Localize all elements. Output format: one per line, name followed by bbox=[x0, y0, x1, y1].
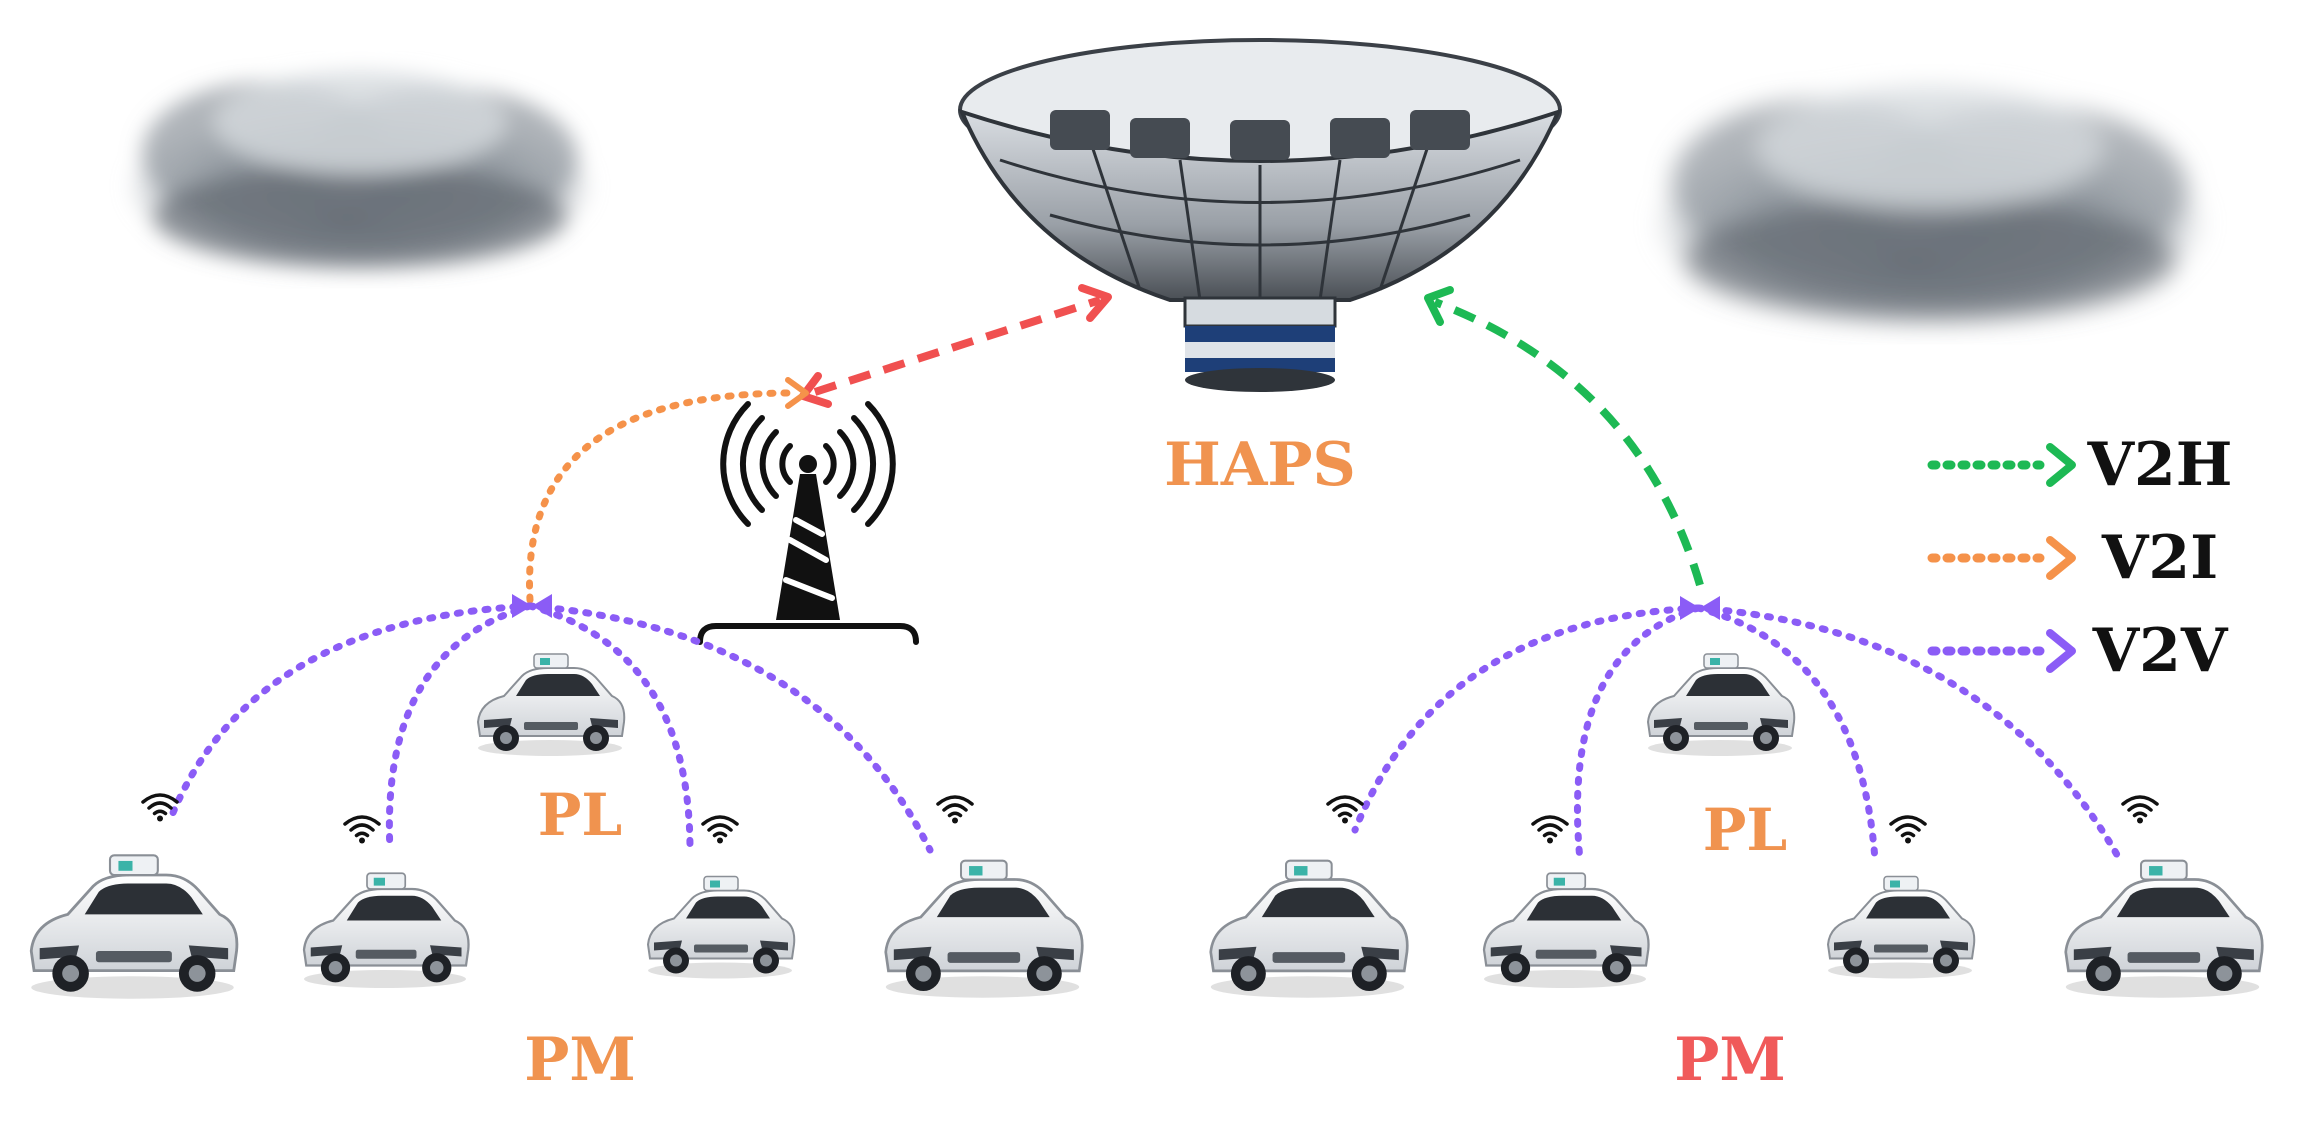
cell-tower-icon bbox=[697, 401, 919, 645]
wifi-icon bbox=[2121, 795, 2159, 824]
cloud-icon bbox=[1659, 87, 2201, 321]
platoon-member-label-left: PM bbox=[524, 1025, 636, 1095]
wifi-icon bbox=[141, 793, 179, 822]
legend-arrowhead bbox=[2046, 629, 2076, 673]
v2h-link bbox=[1424, 286, 1704, 587]
haps-airship-icon bbox=[958, 38, 1562, 392]
legend-item-v2i: V2I bbox=[1927, 523, 2218, 593]
car-icon bbox=[476, 652, 626, 758]
wifi-icon bbox=[1889, 815, 1927, 844]
legend-arrowhead bbox=[2046, 443, 2076, 487]
wifi-icon bbox=[701, 815, 739, 844]
wifi-icon bbox=[343, 815, 381, 844]
car-icon bbox=[29, 853, 239, 1001]
wifi-icon bbox=[936, 795, 974, 824]
car-icon bbox=[1209, 859, 1409, 1000]
legend-label: V2H bbox=[2087, 430, 2233, 500]
platoon-leader-label-right: PL bbox=[1703, 796, 1787, 864]
legend: V2H V2I V2V bbox=[1927, 430, 2233, 686]
car-icon bbox=[884, 859, 1084, 1000]
car-icon bbox=[1482, 871, 1650, 990]
car-icon bbox=[2064, 859, 2264, 1000]
car-icon bbox=[1646, 652, 1796, 758]
v2v-links-right bbox=[1351, 604, 2124, 864]
platoon-leader-label-left: PL bbox=[538, 781, 622, 849]
haps-label: HAPS bbox=[1164, 430, 1356, 500]
cloud-icon bbox=[132, 71, 589, 268]
wifi-icon bbox=[1531, 815, 1569, 844]
legend-label: V2V bbox=[2092, 616, 2229, 686]
v2v-hub-left bbox=[512, 594, 552, 618]
haps-tower-link bbox=[799, 284, 1112, 408]
v2i-link bbox=[526, 377, 809, 604]
v2v-hub-right bbox=[1680, 596, 1720, 620]
platoon-member-label-right: PM bbox=[1674, 1025, 1786, 1095]
car-icon bbox=[1826, 875, 1976, 980]
car-icon bbox=[302, 871, 470, 990]
legend-arrowhead bbox=[2046, 536, 2076, 580]
legend-label: V2I bbox=[2101, 523, 2218, 593]
legend-item-v2v: V2V bbox=[1927, 616, 2229, 686]
legend-item-v2h: V2H bbox=[1927, 430, 2233, 500]
v2v-links-left bbox=[166, 602, 934, 854]
car-icon bbox=[646, 875, 796, 980]
